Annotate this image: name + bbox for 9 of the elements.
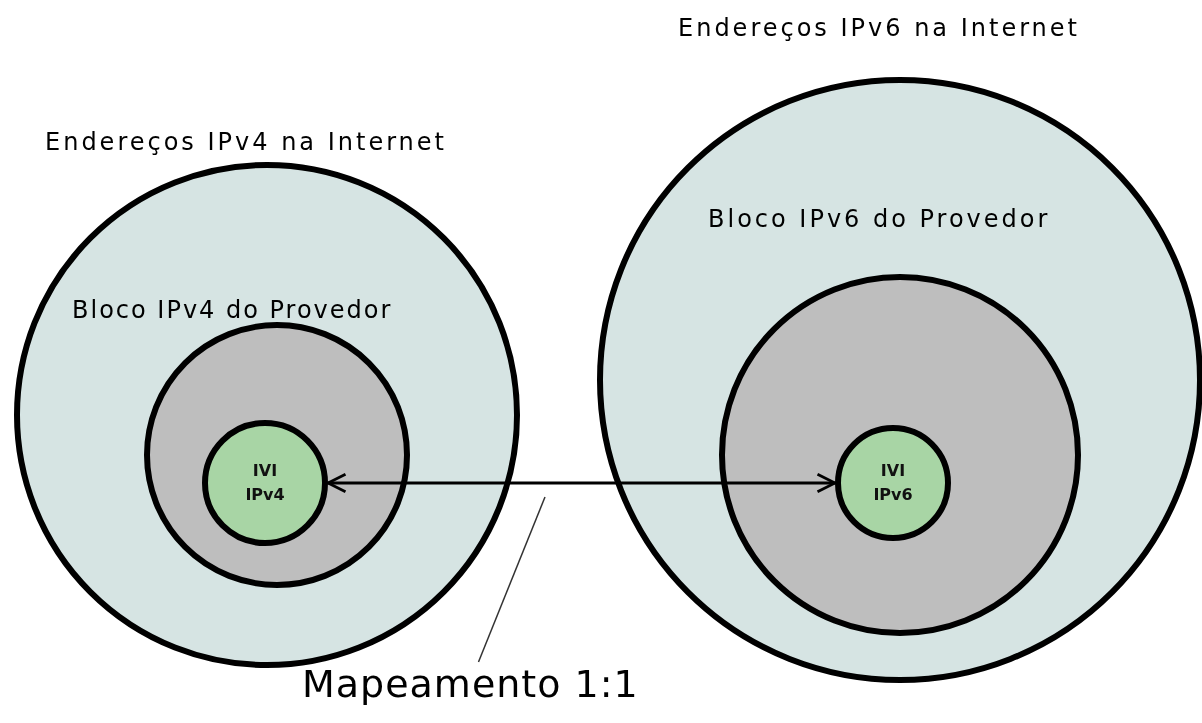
mapping-label: Mapeamento 1:1 [302, 662, 639, 706]
circle-heading: Endereços IPv6 na Internet [678, 14, 1080, 42]
double-headed-arrow [326, 472, 837, 494]
circle-heading: Endereços IPv4 na Internet [45, 128, 447, 156]
node-label: IVI IPv6 [872, 460, 914, 506]
circle-heading: Bloco IPv6 do Provedor [708, 205, 1051, 233]
leader-line [477, 496, 546, 663]
node-label: IVI IPv4 [244, 460, 286, 506]
circle-heading: Bloco IPv4 do Provedor [72, 296, 393, 324]
